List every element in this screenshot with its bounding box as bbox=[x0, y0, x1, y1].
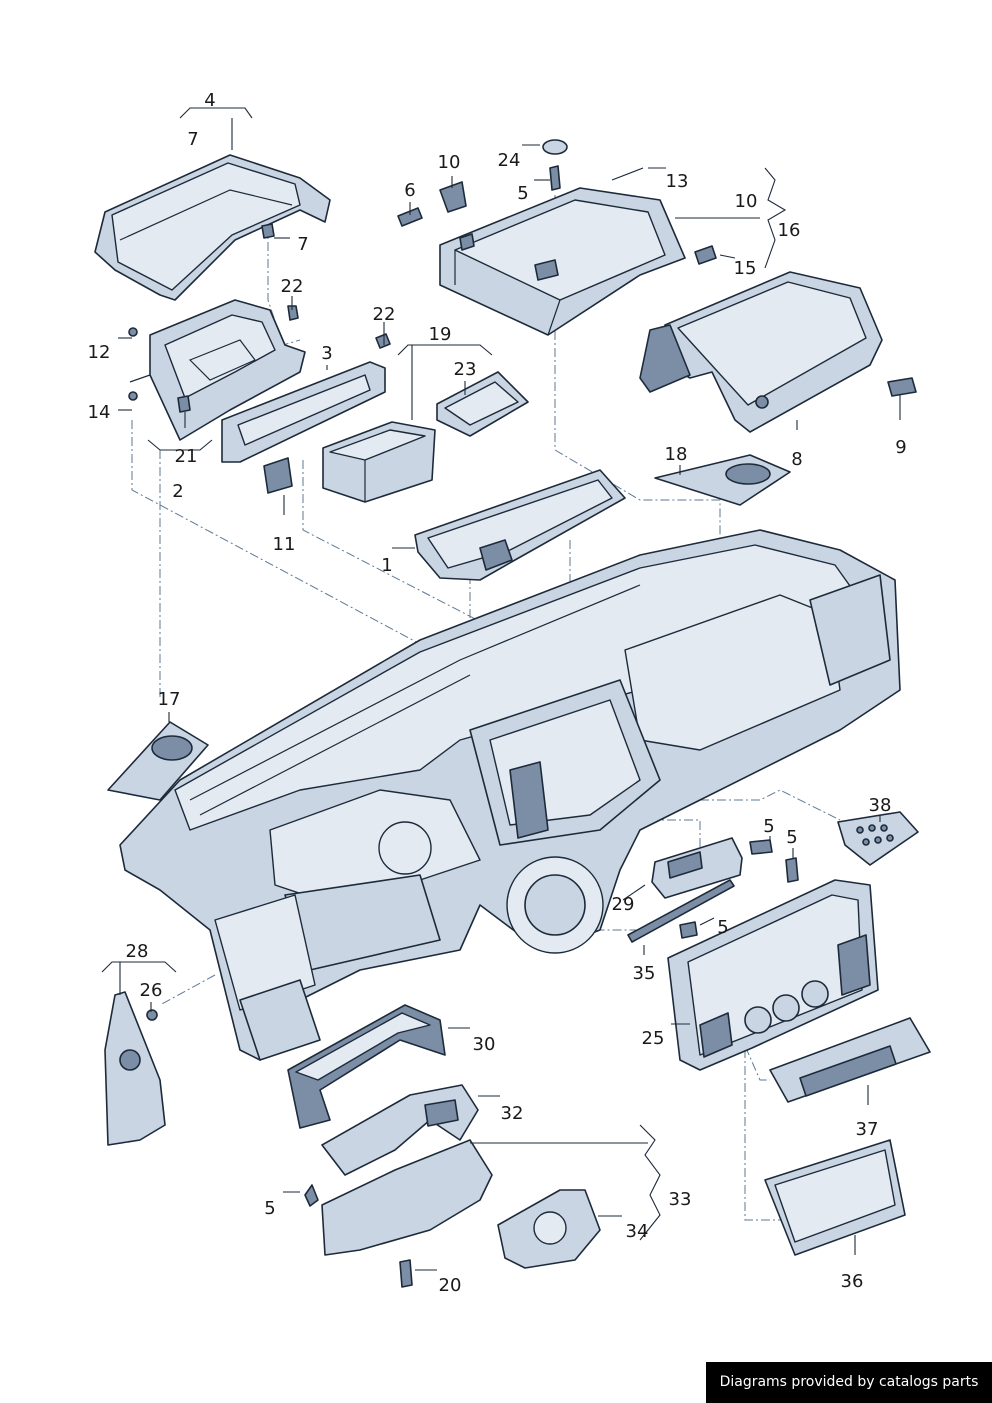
screw-6-icon bbox=[397, 207, 423, 227]
callout-37: 37 bbox=[856, 1119, 879, 1140]
top-storage-compartment bbox=[414, 469, 626, 581]
callout-34: 34 bbox=[626, 1221, 649, 1242]
callout-26: 26 bbox=[140, 980, 163, 1001]
callout-6: 6 bbox=[404, 180, 415, 201]
callout-13: 13 bbox=[666, 171, 689, 192]
switch-housing bbox=[651, 837, 799, 899]
pin-13-icon bbox=[611, 167, 644, 181]
callout-5: 5 bbox=[717, 917, 728, 938]
lock-cylinder-9-icon bbox=[887, 377, 917, 397]
callout-5: 5 bbox=[517, 183, 528, 204]
callout-9: 9 bbox=[895, 437, 906, 458]
callout-labels: 4 7 7 22 12 14 3 22 19 23 21 2 11 1 6 10… bbox=[88, 90, 907, 1296]
callout-7: 7 bbox=[187, 129, 198, 150]
callout-35: 35 bbox=[633, 963, 656, 984]
callout-5: 5 bbox=[264, 1198, 275, 1219]
radio-storage-tray bbox=[769, 1017, 931, 1103]
callout-20: 20 bbox=[439, 1275, 462, 1296]
callout-12: 12 bbox=[88, 342, 111, 363]
glovebox-housing bbox=[439, 187, 686, 336]
callout-3: 3 bbox=[321, 343, 332, 364]
callout-24: 24 bbox=[498, 150, 521, 171]
callout-33: 33 bbox=[669, 1189, 692, 1210]
callout-1: 1 bbox=[381, 555, 392, 576]
callout-17: 17 bbox=[158, 689, 181, 710]
storage-box bbox=[322, 421, 436, 503]
callout-5: 5 bbox=[763, 816, 774, 837]
dashboard-panel bbox=[119, 529, 901, 1061]
callout-28: 28 bbox=[126, 941, 149, 962]
clip-26-icon bbox=[146, 1009, 158, 1021]
screw-5-mid-icon bbox=[749, 839, 773, 855]
callout-22: 22 bbox=[281, 276, 304, 297]
damper-15-icon bbox=[694, 245, 717, 265]
callout-32: 32 bbox=[501, 1103, 524, 1124]
trim-strip bbox=[627, 879, 735, 943]
tray-insert bbox=[436, 371, 529, 437]
callout-11: 11 bbox=[273, 534, 296, 555]
callout-10: 10 bbox=[735, 191, 758, 212]
small-cover-plate bbox=[263, 457, 293, 494]
callout-7: 7 bbox=[297, 234, 308, 255]
callout-23: 23 bbox=[454, 359, 477, 380]
ignition-ring-cover bbox=[497, 1189, 601, 1269]
callout-10: 10 bbox=[438, 152, 461, 173]
trim-frame bbox=[221, 333, 391, 463]
catalog-credit-banner: Diagrams provided by catalogs parts bbox=[706, 1362, 992, 1403]
callout-8: 8 bbox=[791, 449, 802, 470]
screw-5-lower-icon bbox=[679, 921, 698, 939]
callout-19: 19 bbox=[429, 324, 452, 345]
callout-25: 25 bbox=[642, 1028, 665, 1049]
cover-carrier-bracket bbox=[128, 299, 306, 441]
instrument-cover-hood bbox=[94, 154, 331, 301]
callout-36: 36 bbox=[841, 1271, 864, 1292]
switch-panel bbox=[837, 811, 919, 866]
callout-14: 14 bbox=[88, 402, 111, 423]
fasteners-top bbox=[397, 139, 717, 265]
screw-5-mid2-icon bbox=[785, 857, 799, 883]
cap-24-icon bbox=[542, 139, 568, 155]
steering-trim-ring bbox=[287, 1004, 446, 1129]
callout-18: 18 bbox=[665, 444, 688, 465]
leader-lines bbox=[101, 107, 901, 1271]
center-bezel bbox=[667, 879, 879, 1071]
screw-20-icon bbox=[399, 1259, 413, 1288]
callout-21: 21 bbox=[175, 446, 198, 467]
lower-storage-box bbox=[764, 1139, 906, 1256]
callout-5: 5 bbox=[786, 827, 797, 848]
callout-38: 38 bbox=[869, 795, 892, 816]
steering-column-shroud bbox=[304, 1084, 493, 1288]
speaker-grille-left bbox=[107, 721, 209, 801]
callout-29: 29 bbox=[612, 894, 635, 915]
callout-22: 22 bbox=[373, 304, 396, 325]
clip-10-icon bbox=[439, 181, 467, 213]
callout-15: 15 bbox=[734, 258, 757, 279]
callout-4: 4 bbox=[204, 90, 215, 111]
callout-30: 30 bbox=[473, 1034, 496, 1055]
callout-16: 16 bbox=[778, 220, 801, 241]
a-pillar-trim bbox=[104, 991, 166, 1146]
glovebox-lid bbox=[639, 271, 917, 433]
screw-5-top-icon bbox=[549, 165, 561, 191]
callout-2: 2 bbox=[172, 481, 183, 502]
speaker-grille-right bbox=[654, 454, 791, 506]
